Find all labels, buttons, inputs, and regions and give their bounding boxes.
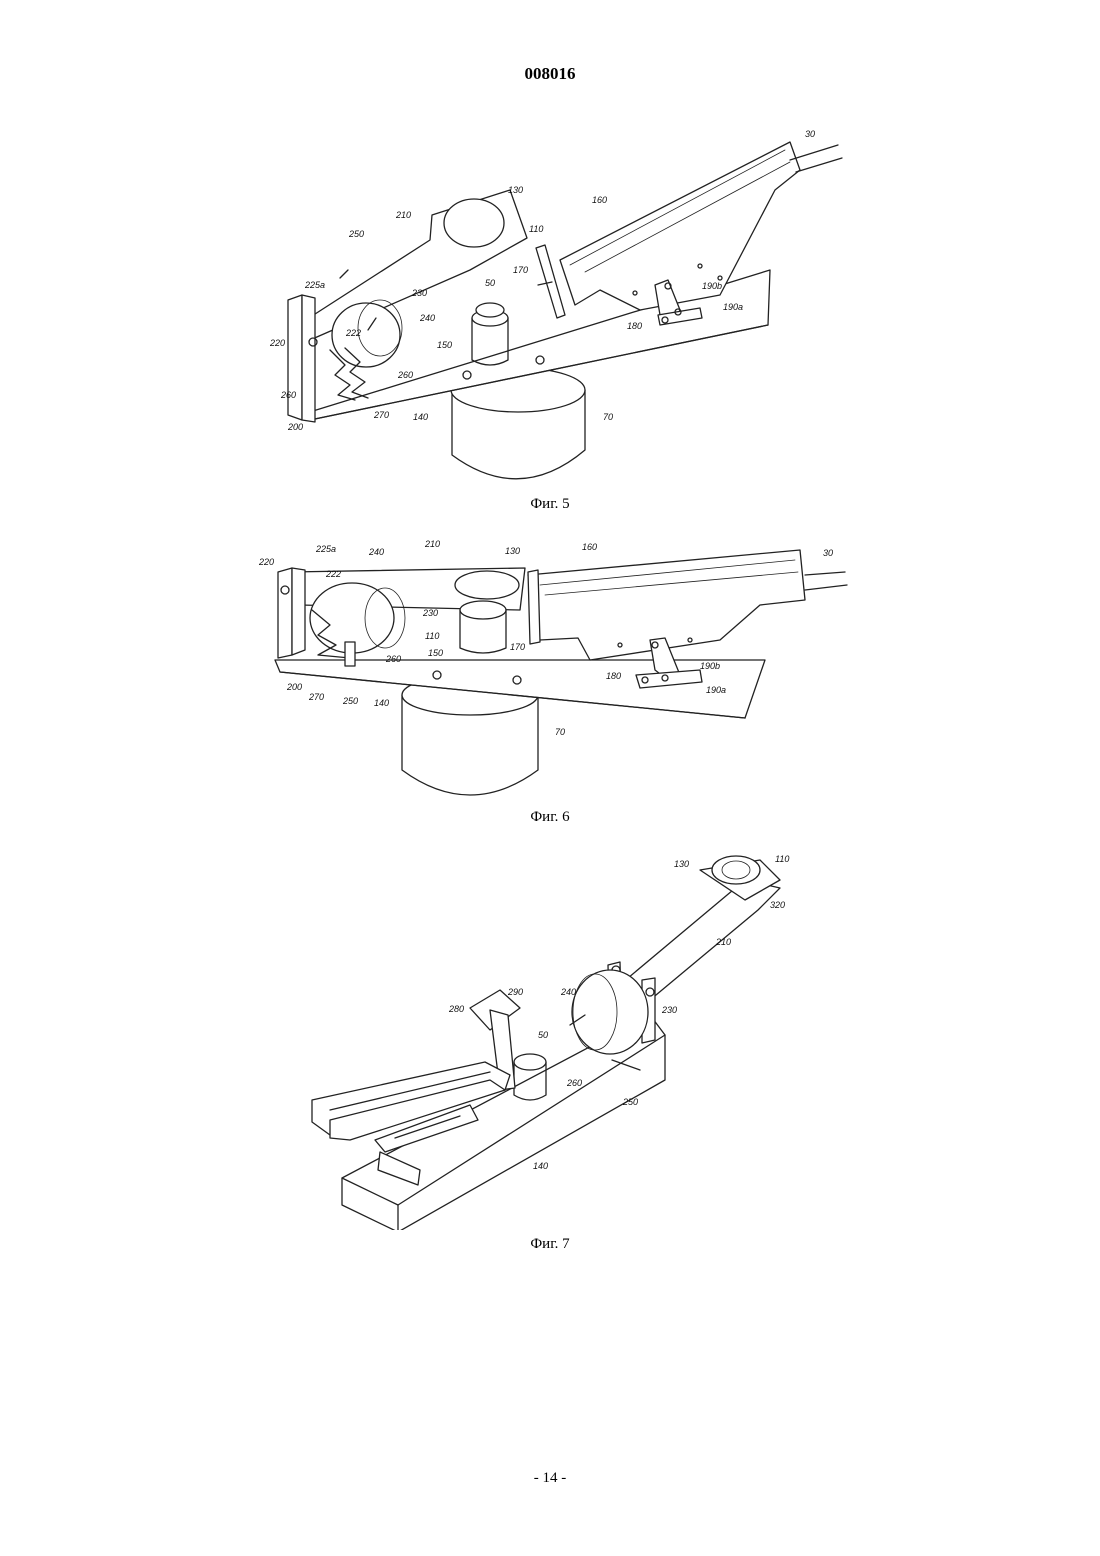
figure-5: 30 130 210 160 110 250 50 170 190b 225a … [0, 120, 1100, 500]
label-260: 260 [385, 654, 401, 664]
label-30: 30 [823, 548, 833, 558]
label-210: 210 [424, 539, 440, 549]
figure-5-drawing: 30 130 210 160 110 250 50 170 190b 225a … [0, 120, 1100, 500]
label-170: 170 [513, 265, 528, 275]
label-140: 140 [533, 1161, 548, 1171]
figure-6-caption: Фиг. 6 [0, 809, 1100, 826]
label-260-b: 260 [280, 390, 296, 400]
label-270: 270 [373, 410, 389, 420]
label-210: 210 [395, 210, 411, 220]
label-222: 222 [325, 569, 341, 579]
label-110: 110 [529, 224, 543, 234]
label-250: 250 [622, 1097, 638, 1107]
label-230: 230 [422, 608, 438, 618]
label-220: 220 [269, 338, 285, 348]
label-70: 70 [603, 412, 613, 422]
label-150: 150 [428, 648, 443, 658]
label-225a: 225a [315, 544, 336, 554]
label-130: 130 [505, 546, 520, 556]
label-230: 230 [411, 288, 427, 298]
page-number: - 14 - [0, 1470, 1100, 1487]
label-260-a: 260 [397, 370, 413, 380]
label-240: 240 [368, 547, 384, 557]
label-260: 260 [566, 1078, 582, 1088]
label-320: 320 [770, 900, 785, 910]
label-150: 150 [437, 340, 452, 350]
label-130: 130 [674, 859, 689, 869]
figure-5-caption: Фиг. 5 [0, 496, 1100, 513]
label-222: 222 [345, 328, 361, 338]
label-240: 240 [419, 313, 435, 323]
figure-6: 220 225a 240 210 130 160 30 222 230 110 … [0, 530, 1100, 810]
label-240: 240 [560, 987, 576, 997]
label-200: 200 [286, 682, 302, 692]
label-140: 140 [413, 412, 428, 422]
label-180: 180 [606, 671, 621, 681]
label-170: 170 [510, 642, 525, 652]
label-190a: 190a [723, 302, 743, 312]
label-190a: 190a [706, 685, 726, 695]
label-280: 280 [448, 1004, 464, 1014]
label-180: 180 [627, 321, 642, 331]
label-160: 160 [582, 542, 597, 552]
label-220: 220 [258, 557, 274, 567]
label-140: 140 [374, 698, 389, 708]
label-290: 290 [507, 987, 523, 997]
label-210: 210 [715, 937, 731, 947]
figure-7-caption: Фиг. 7 [0, 1236, 1100, 1253]
label-270: 270 [308, 692, 324, 702]
label-190b: 190b [700, 661, 720, 671]
figure-6-drawing: 220 225a 240 210 130 160 30 222 230 110 … [0, 530, 1100, 810]
label-230: 230 [661, 1005, 677, 1015]
label-160: 160 [592, 195, 607, 205]
label-30: 30 [805, 129, 815, 139]
label-50: 50 [538, 1030, 548, 1040]
label-250: 250 [342, 696, 358, 706]
label-200: 200 [287, 422, 303, 432]
label-110: 110 [425, 631, 439, 641]
document-number: 008016 [0, 64, 1100, 84]
figure-7: 130 110 320 210 280 290 240 230 50 260 2… [0, 840, 1100, 1230]
label-50: 50 [485, 278, 495, 288]
label-190b: 190b [702, 281, 722, 291]
label-225a: 225a [304, 280, 325, 290]
label-70: 70 [555, 727, 565, 737]
figure-7-drawing: 130 110 320 210 280 290 240 230 50 260 2… [0, 840, 1100, 1230]
label-130: 130 [508, 185, 523, 195]
label-250: 250 [348, 229, 364, 239]
label-110: 110 [775, 854, 789, 864]
